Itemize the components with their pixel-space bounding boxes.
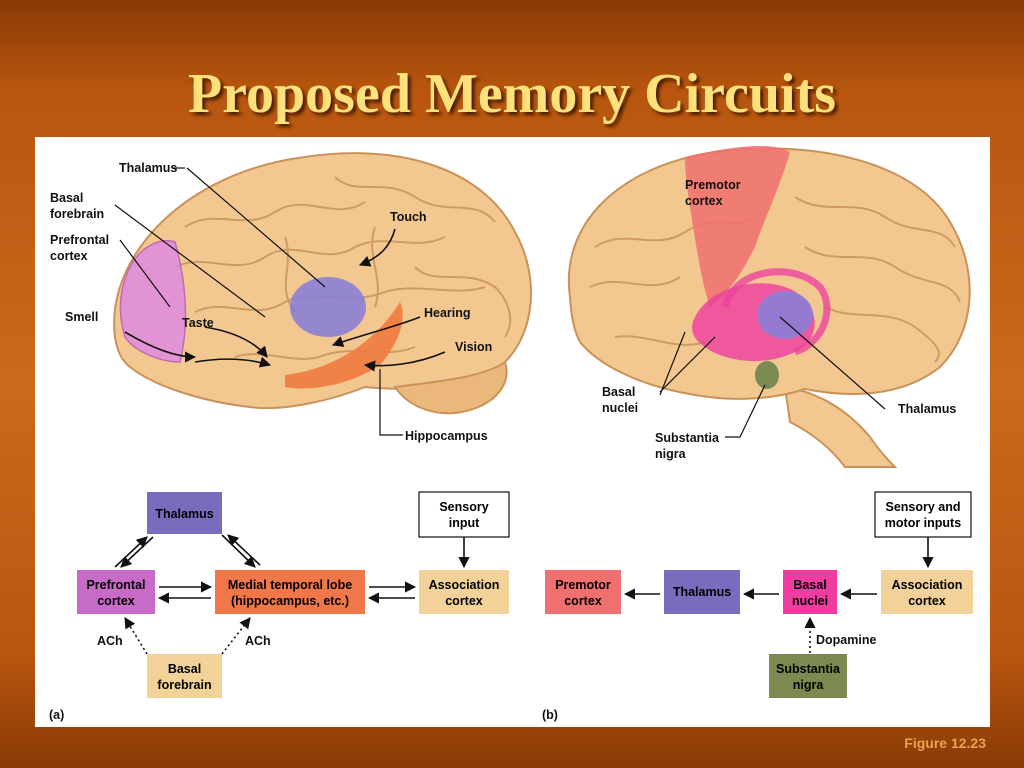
box-medial-temporal-text-1: Medial temporal lobe — [228, 578, 352, 592]
box-association-b — [881, 570, 973, 614]
box-sensory-motor-text-1: Sensory and — [885, 500, 960, 514]
brain-b-brainstem — [783, 385, 898, 468]
box-premotor-b — [545, 570, 621, 614]
label-ach-right: ACh — [245, 634, 271, 648]
label-thalamus-a: Thalamus — [119, 161, 177, 175]
box-prefrontal-a — [77, 570, 155, 614]
brain-b-labels: Premotor cortex Basal nuclei Thalamus Su… — [602, 178, 956, 461]
label-premotor-b-1: Premotor — [685, 178, 741, 192]
label-smell: Smell — [65, 310, 98, 324]
box-thalamus-b-text: Thalamus — [673, 585, 731, 599]
brain-b-premotor-region — [685, 145, 790, 307]
figure-caption: Figure 12.23 — [904, 735, 986, 751]
label-substantia-b-1: Substantia — [655, 431, 720, 445]
panel-b-label: (b) — [542, 708, 558, 722]
brain-a-arrows — [124, 228, 446, 372]
brain-b-leader-lines — [659, 316, 886, 438]
box-sensory-motor — [874, 491, 972, 538]
label-touch: Touch — [390, 210, 427, 224]
box-basal-forebrain — [147, 654, 222, 698]
box-sensory-motor-text-2: motor inputs — [885, 516, 961, 530]
label-taste: Taste — [182, 316, 214, 330]
box-thalamus-a-text: Thalamus — [155, 507, 213, 521]
brain-b-illustration: Premotor cortex Basal nuclei Thalamus Su… — [567, 145, 971, 468]
box-substantia-nigra-text-1: Substantia — [776, 662, 841, 676]
box-medial-temporal — [215, 570, 365, 614]
label-prefrontal-a-2: cortex — [50, 249, 88, 263]
box-basal-forebrain-text-1: Basal — [168, 662, 201, 676]
flow-a-arrows — [114, 534, 470, 655]
flow-b-arrows — [623, 537, 934, 653]
label-basal-forebrain-a-1: Basal — [50, 191, 83, 205]
panel-a-label: (a) — [49, 708, 64, 722]
label-basal-forebrain-a-2: forebrain — [50, 207, 104, 221]
brain-a-thalamus-region — [290, 277, 366, 337]
box-medial-temporal-text-2: (hippocampus, etc.) — [231, 594, 349, 608]
box-basal-forebrain-text-2: forebrain — [157, 678, 211, 692]
brain-a-cerebellum — [393, 360, 508, 415]
box-prefrontal-a-text-1: Prefrontal — [86, 578, 145, 592]
brain-a-prefrontal-region — [119, 240, 187, 363]
label-substantia-b-2: nigra — [655, 447, 687, 461]
figure-panel: Thalamus Basal forebrain Prefrontal cort… — [35, 137, 990, 727]
label-basal-nuclei-b-2: nuclei — [602, 401, 638, 415]
brain-b-substantia-region — [755, 361, 779, 389]
brain-a-illustration: Thalamus Basal forebrain Prefrontal cort… — [50, 152, 532, 443]
box-thalamus-a — [147, 492, 222, 534]
box-sensory-input-text-1: Sensory — [439, 500, 488, 514]
box-basal-nuclei-b — [783, 570, 837, 614]
box-premotor-b-text-1: Premotor — [555, 578, 611, 592]
box-thalamus-b — [664, 570, 740, 614]
label-vision: Vision — [455, 340, 492, 354]
label-ach-left: ACh — [97, 634, 123, 648]
box-association-a — [419, 570, 509, 614]
brain-b-caudate-tail — [721, 268, 831, 356]
box-substantia-nigra — [769, 654, 847, 698]
brain-a-labels: Thalamus Basal forebrain Prefrontal cort… — [50, 161, 492, 443]
label-dopamine: Dopamine — [816, 633, 876, 647]
box-sensory-input-text-2: input — [449, 516, 480, 530]
box-substantia-nigra-text-2: nigra — [793, 678, 825, 692]
label-thalamus-b: Thalamus — [898, 402, 956, 416]
label-hearing: Hearing — [424, 306, 471, 320]
memory-circuits-diagram: Thalamus Basal forebrain Prefrontal cort… — [49, 145, 973, 722]
flow-a: Thalamus Sensory input Prefrontal cortex… — [49, 491, 510, 722]
box-basal-nuclei-b-text-1: Basal — [793, 578, 826, 592]
box-sensory-input — [418, 491, 510, 538]
label-basal-nuclei-b-1: Basal — [602, 385, 635, 399]
box-association-a-text-2: cortex — [445, 594, 483, 608]
box-prefrontal-a-text-2: cortex — [97, 594, 135, 608]
label-hippocampus: Hippocampus — [405, 429, 488, 443]
box-association-a-text-1: Association — [429, 578, 500, 592]
box-association-b-text-2: cortex — [908, 594, 946, 608]
brain-b-thalamus-region — [757, 291, 813, 339]
brain-a-leader-lines — [114, 167, 403, 436]
box-premotor-b-text-2: cortex — [564, 594, 602, 608]
slide-title: Proposed Memory Circuits — [187, 63, 837, 125]
box-basal-nuclei-b-text-2: nuclei — [792, 594, 828, 608]
flow-b: Sensory and motor inputs Premotor cortex… — [542, 491, 973, 722]
label-premotor-b-2: cortex — [685, 194, 723, 208]
box-association-b-text-1: Association — [892, 578, 963, 592]
label-prefrontal-a-1: Prefrontal — [50, 233, 109, 247]
